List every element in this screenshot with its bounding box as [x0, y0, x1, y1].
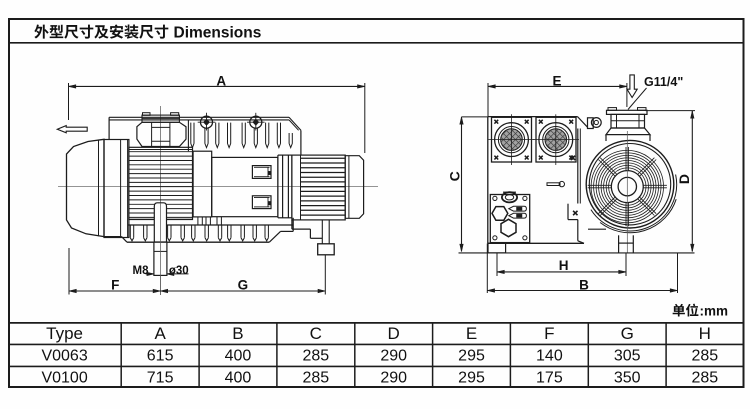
svg-text:D: D — [676, 174, 692, 184]
svg-text:E: E — [552, 73, 561, 88]
svg-text:C: C — [310, 324, 322, 343]
svg-text:F: F — [111, 277, 119, 292]
svg-text:290: 290 — [380, 369, 407, 386]
svg-text:B: B — [232, 324, 243, 343]
svg-text:305: 305 — [614, 348, 641, 365]
svg-text:A: A — [154, 324, 166, 343]
svg-text:295: 295 — [458, 348, 485, 365]
svg-text:H: H — [559, 258, 569, 273]
svg-text:175: 175 — [536, 369, 563, 386]
svg-text:295: 295 — [458, 369, 485, 386]
svg-text:285: 285 — [302, 369, 329, 386]
svg-text:A: A — [216, 73, 226, 88]
svg-text::mm: :mm — [700, 303, 729, 318]
svg-text:400: 400 — [225, 369, 252, 386]
svg-text:E: E — [466, 324, 477, 343]
svg-text:285: 285 — [691, 348, 718, 365]
svg-text:F: F — [544, 324, 554, 343]
svg-text:285: 285 — [302, 348, 329, 365]
svg-text:Type: Type — [46, 324, 83, 343]
svg-text:G: G — [238, 277, 249, 292]
svg-text:G: G — [621, 324, 634, 343]
svg-text:615: 615 — [147, 348, 174, 365]
svg-text:350: 350 — [614, 369, 641, 386]
svg-text:290: 290 — [380, 348, 407, 365]
svg-text:C: C — [446, 171, 462, 181]
svg-text:Dimensions: Dimensions — [174, 24, 262, 41]
svg-text:B: B — [579, 277, 589, 292]
svg-text:D: D — [388, 324, 400, 343]
svg-text:G11/4": G11/4" — [644, 75, 683, 89]
svg-text:400: 400 — [225, 348, 252, 365]
svg-text:715: 715 — [147, 369, 174, 386]
svg-text:M8: M8 — [133, 265, 150, 277]
svg-text:H: H — [699, 324, 711, 343]
svg-text:V0063: V0063 — [41, 348, 87, 365]
svg-text:285: 285 — [691, 369, 718, 386]
svg-text:140: 140 — [536, 348, 563, 365]
svg-text:V0100: V0100 — [41, 369, 87, 386]
